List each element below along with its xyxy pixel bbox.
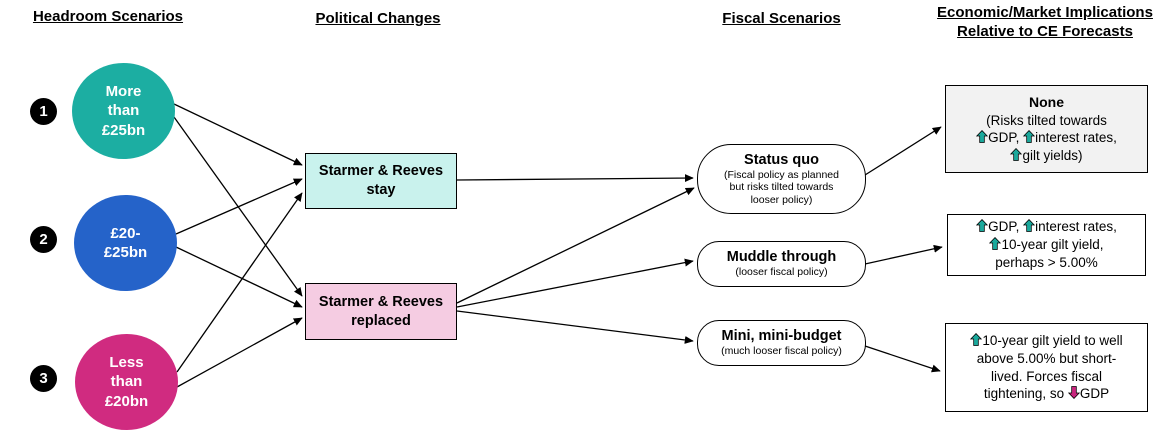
header-headroom-scenarios: Headroom Scenarios xyxy=(32,8,184,25)
fiscal-node-subtitle: (much looser fiscal policy) xyxy=(721,345,842,358)
header-economic-market-implications: Economic/Market Implications Relative to… xyxy=(937,4,1153,40)
political-box-starmer-reeves-stay: Starmer & Reeves stay xyxy=(305,153,457,209)
headroom-circle-more-than-25bn: More than £25bn xyxy=(72,63,175,159)
implication-body: GDP, interest rates, 10-year gilt yield,… xyxy=(976,218,1117,271)
fiscal-node-subtitle: (Fiscal policy as planned but risks tilt… xyxy=(724,168,839,206)
up-arrow-icon xyxy=(1023,130,1036,144)
scenario-number-3: 3 xyxy=(30,365,57,392)
implication-body: 10-year gilt yield to well above 5.00% b… xyxy=(970,332,1123,403)
up-arrow-icon xyxy=(970,332,983,346)
fiscal-node-muddle-through: Muddle through (looser fiscal policy) xyxy=(697,241,866,287)
implication-box-muddle-through: GDP, interest rates, 10-year gilt yield,… xyxy=(947,214,1146,276)
down-arrow-icon xyxy=(1067,386,1080,400)
scenario-number-1: 1 xyxy=(30,98,57,125)
fiscal-node-title: Muddle through xyxy=(726,249,837,266)
political-box-starmer-reeves-replaced: Starmer & Reeves replaced xyxy=(305,283,457,340)
fiscal-node-status-quo: Status quo (Fiscal policy as planned but… xyxy=(697,144,866,214)
fiscal-node-title: Status quo xyxy=(744,152,819,169)
header-political-changes: Political Changes xyxy=(315,10,441,27)
implication-box-mini-budget: 10-year gilt yield to well above 5.00% b… xyxy=(945,323,1148,412)
fiscal-node-title: Mini, mini-budget xyxy=(721,328,842,345)
fiscal-node-subtitle: (looser fiscal policy) xyxy=(735,266,828,279)
header-fiscal-scenarios: Fiscal Scenarios xyxy=(722,10,841,27)
up-arrow-icon xyxy=(976,219,989,233)
up-arrow-icon xyxy=(976,130,989,144)
up-arrow-icon xyxy=(989,237,1002,250)
headroom-circle-20-25bn: £20- £25bn xyxy=(74,195,177,291)
up-arrow-icon xyxy=(1010,148,1023,161)
implication-box-none: None (Risks tilted towards GDP, interest… xyxy=(945,85,1148,173)
implication-body: (Risks tilted towards GDP, interest rate… xyxy=(976,112,1117,165)
scenario-number-2: 2 xyxy=(30,226,57,253)
fiscal-node-mini-mini-budget: Mini, mini-budget (much looser fiscal po… xyxy=(697,320,866,366)
headroom-circle-less-than-20bn: Less than £20bn xyxy=(75,334,178,430)
up-arrow-icon xyxy=(1023,219,1036,233)
implication-title: None xyxy=(1029,94,1064,111)
